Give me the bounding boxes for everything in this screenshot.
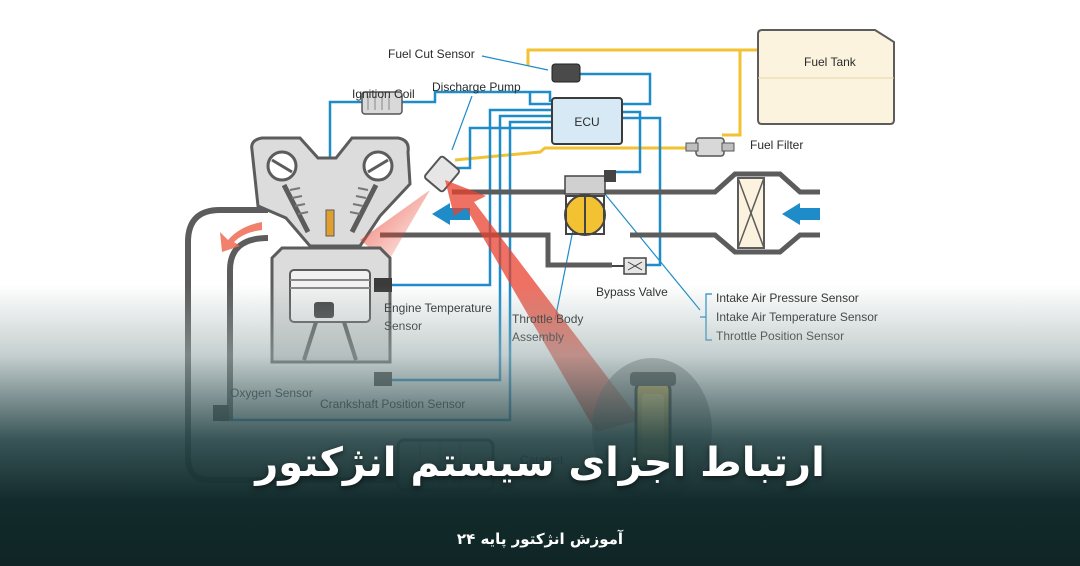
- engine-temperature-label-1: Engine Temperature: [384, 301, 492, 315]
- oxygen-sensor-label: Oxygen Sensor: [230, 386, 313, 400]
- ignition-coil-label: Ignition Coil: [352, 87, 415, 101]
- engine-temperature-label-2: Sensor: [384, 319, 422, 333]
- oxygen-sensor: [213, 405, 229, 421]
- engine-block: [270, 246, 392, 364]
- throttle-position-sensor-label: Throttle Position Sensor: [716, 329, 844, 343]
- fuel-cut-sensor-label: Fuel Cut Sensor: [388, 47, 475, 61]
- intake-air-temperature-sensor-label: Intake Air Temperature Sensor: [716, 310, 878, 324]
- fuel-filter-label: Fuel Filter: [750, 138, 803, 152]
- throttle-body-label-2: Assembly: [512, 330, 564, 344]
- bypass-valve: [612, 257, 647, 275]
- intake-air-pressure-sensor-label: Intake Air Pressure Sensor: [716, 291, 859, 305]
- crankshaft-position-sensor-label: Crankshaft Position Sensor: [320, 397, 465, 411]
- fuel-filter: [685, 137, 735, 157]
- engine-temperature-sensor: [374, 278, 392, 292]
- ecu-label: ECU: [574, 115, 599, 129]
- crankshaft-position-sensor: [374, 372, 392, 386]
- discharge-pump-label: Discharge Pump: [432, 80, 521, 94]
- fuel-tank-label: Fuel Tank: [804, 55, 857, 69]
- throttle-body: [564, 170, 616, 236]
- air-filter: [737, 177, 765, 249]
- ecu-unit: ECU: [551, 97, 623, 145]
- bypass-valve-label: Bypass Valve: [596, 285, 668, 299]
- headline: ارتباط اجزای سیستم انژکتور: [255, 440, 825, 486]
- subheadline: آموزش انژکتور پایه ۲۴: [456, 530, 624, 548]
- throttle-body-label-1: Throttle Body: [512, 312, 583, 326]
- fuel-tank: [757, 29, 895, 125]
- fuel-cut-sensor: [551, 63, 581, 83]
